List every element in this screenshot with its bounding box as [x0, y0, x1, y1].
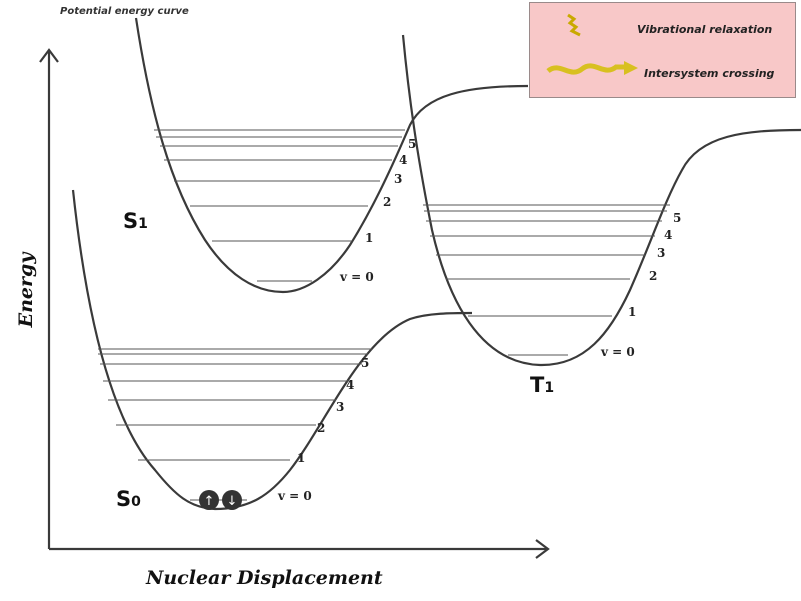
- axes: [39, 48, 550, 559]
- s1-level-numbers: 1 2 3 4 5 v = 0: [339, 137, 416, 284]
- s1-level-1: 1: [365, 231, 373, 245]
- electron-pair: ↑ ↓: [199, 490, 242, 510]
- s0-state-label: S0: [116, 487, 141, 511]
- t1-vibrational-levels: [423, 204, 670, 356]
- t1-potential-curve: [401, 34, 801, 367]
- s1-level-5: 5: [408, 137, 416, 151]
- electron-up-arrow: ↑: [204, 494, 215, 509]
- s1-potential-curve: [134, 17, 529, 294]
- s0-level-2: 2: [317, 421, 325, 435]
- electron-down-arrow: ↓: [227, 494, 238, 509]
- t1-level-0: v = 0: [600, 345, 635, 359]
- state-labels: S1 S0 T1: [116, 209, 554, 511]
- t1-level-1: 1: [628, 305, 636, 319]
- electron-spin-up-icon: [199, 490, 219, 510]
- t1-state-label: T1: [530, 373, 554, 397]
- legend-box: Vibrational relaxation Intersystem cross…: [529, 2, 796, 98]
- s0-level-numbers: 1 2 3 4 5 v = 0: [277, 356, 369, 503]
- s1-level-3: 3: [394, 172, 402, 186]
- s1-vibrational-levels: [154, 129, 405, 282]
- intersystem-crossing-icon: [546, 63, 626, 75]
- t1-level-5: 5: [673, 211, 681, 225]
- legend-intersystem-label: Intersystem crossing: [644, 67, 775, 80]
- t1-level-2: 2: [649, 269, 657, 283]
- legend-vibrational-label: Vibrational relaxation: [637, 23, 773, 36]
- x-axis-label: Nuclear Displacement: [145, 567, 383, 589]
- t1-level-4: 4: [664, 228, 672, 242]
- s1-level-0: v = 0: [339, 270, 374, 284]
- s1-level-2: 2: [383, 195, 391, 209]
- y-axis-arrowhead: [39, 48, 59, 63]
- y-axis-label: Energy: [15, 251, 37, 329]
- s1-level-4: 4: [399, 153, 407, 167]
- t1-level-numbers: 1 2 3 4 5 v = 0: [600, 211, 681, 359]
- legend-icons: [546, 13, 638, 75]
- s0-level-1: 1: [297, 451, 305, 465]
- electron-spin-down-icon: [222, 490, 242, 510]
- s0-level-5: 5: [361, 356, 369, 370]
- diagram-caption: Potential energy curve: [60, 6, 189, 17]
- x-axis-arrowhead: [535, 539, 550, 559]
- s0-level-0: v = 0: [277, 489, 312, 503]
- s1-state-label: S1: [123, 209, 148, 233]
- vibrational-relaxation-icon: [567, 13, 581, 37]
- s0-vibrational-levels: [98, 348, 372, 501]
- s0-level-4: 4: [346, 378, 354, 392]
- intersystem-crossing-arrowhead: [624, 61, 638, 75]
- s0-level-3: 3: [336, 400, 344, 414]
- s0-potential-curve: [71, 189, 473, 511]
- t1-level-3: 3: [657, 246, 665, 260]
